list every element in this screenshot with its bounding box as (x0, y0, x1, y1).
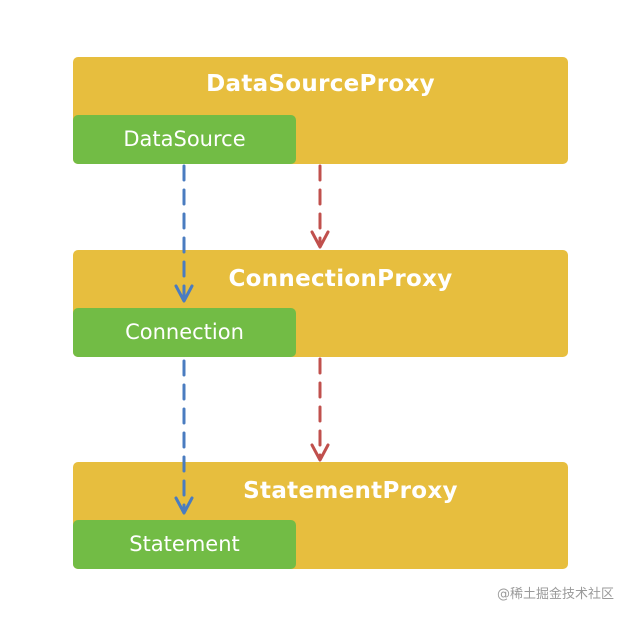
datasource-proxy-title: DataSourceProxy (206, 71, 435, 97)
connection-proxy-box: ConnectionProxy Connection (73, 250, 568, 357)
statement-label: Statement (129, 532, 240, 556)
statement-proxy-box: StatementProxy Statement (73, 462, 568, 569)
connection-box: Connection (73, 308, 296, 357)
connection-proxy-title: ConnectionProxy (228, 266, 453, 292)
datasource-label: DataSource (123, 127, 246, 151)
connection-label: Connection (125, 320, 244, 344)
statement-proxy-title: StatementProxy (243, 478, 458, 504)
red-arrow-connectionproxy-to-statementproxy (310, 357, 330, 462)
blue-arrow-datasource-to-connection (174, 164, 194, 303)
watermark: @稀土掘金技术社区 (496, 587, 614, 602)
statement-box: Statement (73, 520, 296, 569)
red-arrow-datasourceproxy-to-connectionproxy (310, 164, 330, 249)
blue-arrow-connection-to-statement (174, 359, 194, 515)
datasource-box: DataSource (73, 115, 296, 164)
datasource-proxy-box: DataSourceProxy DataSource (73, 57, 568, 164)
